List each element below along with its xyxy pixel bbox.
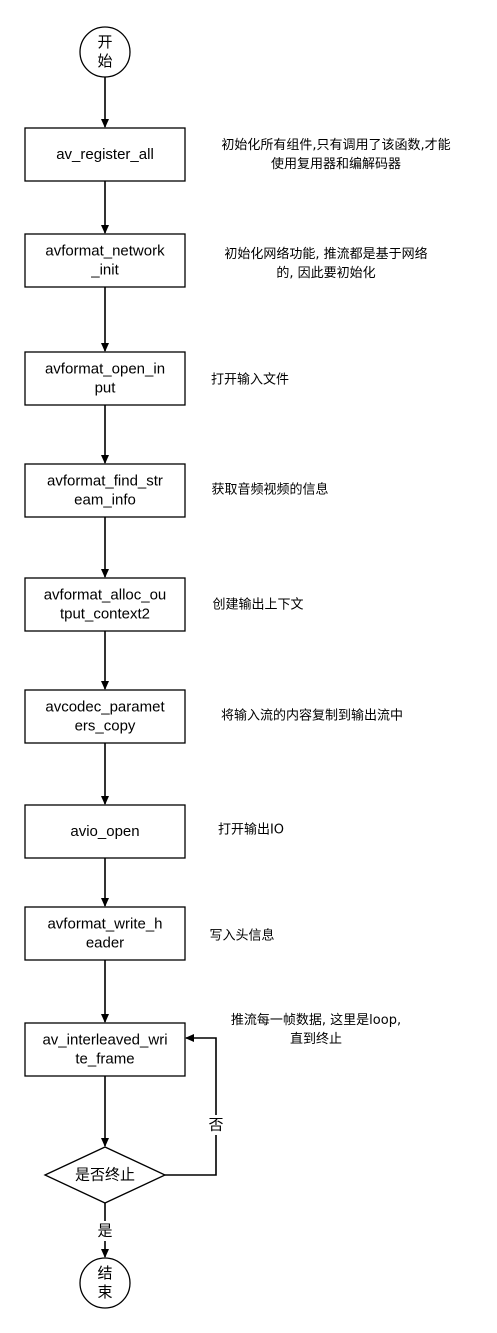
- step-label: av_register_all: [56, 146, 154, 163]
- step-note: 打开输入文件: [211, 372, 289, 388]
- step-note: 初始化所有组件,只有调用了该函数,才能: [221, 138, 450, 153]
- step-label: avformat_write_h: [47, 916, 162, 933]
- decision-node: 是否终止: [43, 1146, 167, 1204]
- step-note: 获取音频视频的信息: [211, 482, 328, 498]
- step-rect: [24, 804, 186, 859]
- step-box: avformat_find_str eam_info: [24, 463, 186, 518]
- step-box: avcodec_paramet ers_copy: [24, 689, 186, 744]
- step-rect: [24, 351, 186, 406]
- step-rect: [24, 463, 186, 518]
- step-label: eader: [86, 935, 124, 952]
- no-label-bg: [207, 1115, 225, 1135]
- step-note: 创建输出上下文: [212, 597, 303, 613]
- step-label: eam_info: [74, 492, 136, 509]
- step-box: av_interleaved_wri te_frame: [24, 1022, 186, 1077]
- step-note: 直到终止: [290, 1031, 342, 1047]
- step-label: avio_open: [70, 823, 139, 840]
- step-note: 写入头信息: [209, 928, 274, 944]
- step-rect: [24, 577, 186, 632]
- yes-label-bg: [96, 1221, 114, 1241]
- end-node: 结束: [79, 1257, 131, 1309]
- step-label: avformat_open_in: [45, 361, 165, 378]
- step-note: 将输入流的内容复制到输出流中: [221, 708, 403, 724]
- end-label: 束: [97, 1284, 112, 1301]
- end-label: 结: [97, 1265, 112, 1282]
- step-note: 初始化网络功能, 推流都是基于网络: [224, 246, 427, 262]
- step-label: _init: [90, 262, 119, 279]
- end-circle: [79, 1257, 131, 1309]
- step-label: av_interleaved_wri: [42, 1032, 167, 1049]
- start-node: 开始: [79, 26, 131, 78]
- start-label: 始: [97, 53, 112, 70]
- step-rect: [24, 127, 186, 182]
- step-rect: [24, 233, 186, 288]
- step-label: tput_context2: [60, 606, 150, 623]
- step-box: avformat_network _init: [24, 233, 186, 288]
- step-note: 打开输出IO: [218, 822, 284, 838]
- step-label: avformat_find_str: [47, 473, 163, 490]
- step-label: avformat_alloc_ou: [44, 587, 167, 604]
- step-rect: [24, 689, 186, 744]
- step-note: 推流每一帧数据, 这里是loop,: [231, 1012, 401, 1028]
- step-label: ers_copy: [75, 718, 136, 735]
- step-note: 的, 因此要初始化: [276, 265, 375, 281]
- yes-label: 是: [97, 1223, 112, 1240]
- step-label: put: [95, 380, 117, 397]
- step-box: avio_open: [24, 804, 186, 859]
- step-rect: [24, 1022, 186, 1077]
- no-edge-arrow: [165, 1034, 217, 1176]
- start-label: 开: [97, 34, 112, 51]
- start-circle: [79, 26, 131, 78]
- no-label: 否: [208, 1117, 223, 1134]
- step-label: avformat_network: [45, 243, 165, 260]
- step-box: avformat_alloc_ou tput_context2: [24, 577, 186, 632]
- step-note: 使用复用器和编解码器: [271, 156, 401, 172]
- step-label: avcodec_paramet: [45, 699, 165, 716]
- step-rect: [24, 906, 186, 961]
- decision-diamond: [43, 1146, 167, 1204]
- step-label: te_frame: [75, 1051, 134, 1068]
- step-box: av_register_all: [24, 127, 186, 182]
- decision-label: 是否终止: [75, 1167, 135, 1184]
